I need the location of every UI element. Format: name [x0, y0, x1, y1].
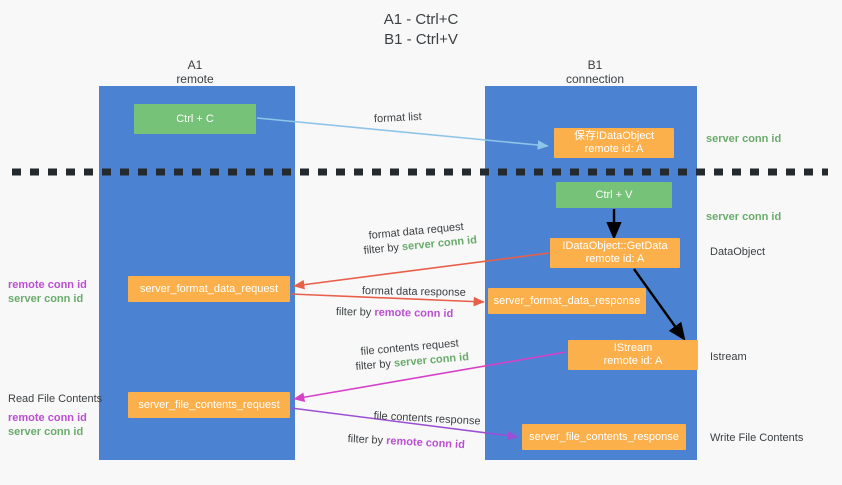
column-header-b1-subtitle: connection: [565, 72, 625, 86]
column-header-a1: A1 remote: [120, 58, 270, 86]
page-title: A1 - Ctrl+C B1 - Ctrl+V: [0, 10, 842, 50]
box-server-file-contents-request-label: server_file_contents_request: [138, 398, 280, 411]
box-server-file-contents-response[interactable]: server_file_contents_response: [522, 424, 686, 450]
box-getdata-line2: remote id: A: [585, 253, 645, 265]
annotation-remote-conn-id-2: remote conn id: [8, 412, 87, 424]
box-server-format-data-request[interactable]: server_format_data_request: [128, 276, 290, 302]
annotation-server-conn-id-left-2: server conn id: [8, 426, 84, 438]
box-istream[interactable]: IStream remote id: A: [568, 340, 698, 370]
box-ctrl-v-label: Ctrl + V: [595, 188, 633, 201]
filter-prefix-2: filter by: [335, 305, 375, 319]
box-ctrl-c-label: Ctrl + C: [176, 112, 214, 125]
arrow-label-file-contents-response-filter: filter by remote conn id: [347, 432, 465, 453]
box-server-format-data-response-label: server_format_data_response: [493, 294, 641, 307]
box-ctrl-c[interactable]: Ctrl + C: [134, 104, 256, 134]
annotation-server-conn-id-top: server conn id: [706, 133, 782, 145]
annotation-left-conn-ids-1: remote conn id server conn id: [8, 278, 87, 306]
annotation-istream: Istream: [710, 351, 747, 363]
box-server-file-contents-request[interactable]: server_file_contents_request: [128, 392, 290, 418]
annotation-dataobject: DataObject: [710, 246, 766, 258]
annotation-remote-conn-id-1: remote conn id: [8, 279, 87, 291]
filter-key-remote-conn-id-1: remote conn id: [374, 306, 454, 321]
box-server-file-contents-response-label: server_file_contents_response: [529, 430, 679, 443]
column-header-b1: B1 connection: [520, 58, 670, 86]
annotation-server-conn-id-left-1: server conn id: [8, 293, 84, 305]
annotation-read-file-contents: Read File Contents: [8, 393, 103, 405]
box-istream-line1: IStream: [613, 342, 653, 354]
box-istream-line2: remote id: A: [603, 355, 663, 367]
arrow-label-format-data-response-filter: filter by remote conn id: [336, 305, 454, 322]
box-getdata-line1: IDataObject::GetData: [562, 240, 668, 252]
box-idataobject-line1: 保存IDataObject: [573, 130, 655, 142]
arrow-label-file-contents-response: file contents response: [373, 409, 481, 428]
title-line-2: B1 - Ctrl+V: [384, 31, 458, 48]
box-idataobject[interactable]: 保存IDataObject remote id: A: [554, 128, 674, 158]
column-header-a1-subtitle: remote: [176, 72, 214, 86]
box-server-format-data-response[interactable]: server_format_data_response: [488, 288, 646, 314]
annotation-server-conn-id-mid: server conn id: [706, 211, 782, 223]
annotation-write-file-contents: Write File Contents: [710, 432, 804, 444]
box-idataobject-getdata[interactable]: IDataObject::GetData remote id: A: [550, 238, 680, 268]
box-ctrl-v[interactable]: Ctrl + V: [556, 182, 672, 208]
filter-key-remote-conn-id-2: remote conn id: [385, 435, 466, 452]
filter-prefix-4: filter by: [347, 432, 387, 447]
arrow-label-format-data-response: format data response: [361, 284, 466, 299]
filter-prefix-1: filter by: [363, 241, 403, 257]
arrow-label-format-list: format list: [373, 110, 422, 126]
annotation-left-conn-ids-2: remote conn id server conn id: [8, 411, 87, 439]
box-server-format-data-request-label: server_format_data_request: [139, 282, 279, 295]
column-header-b1-title: B1: [587, 58, 603, 72]
box-idataobject-line2: remote id: A: [584, 143, 644, 155]
title-line-1: A1 - Ctrl+C: [383, 11, 459, 28]
column-header-a1-title: A1: [187, 58, 203, 72]
filter-prefix-3: filter by: [355, 357, 395, 373]
